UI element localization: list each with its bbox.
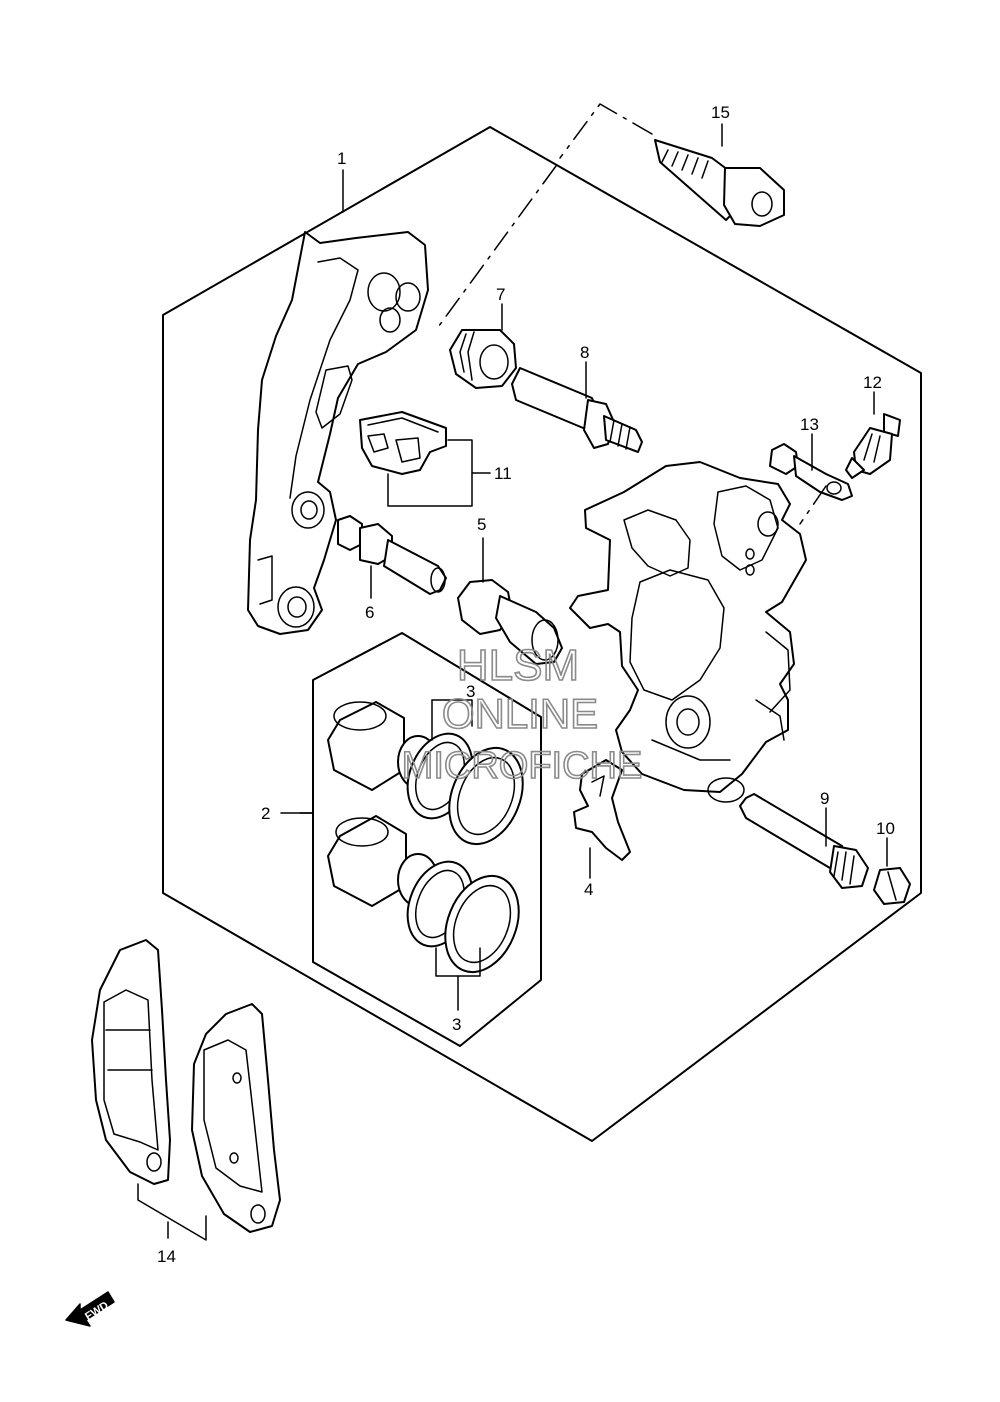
piston-set-outline: [312, 632, 542, 1047]
callout-9: 9: [820, 789, 829, 808]
fwd-arrow-icon: FWD: [65, 1291, 115, 1327]
callout-15: 15: [711, 103, 730, 122]
bleeder-valve-12[interactable]: [845, 413, 901, 479]
plug-10[interactable]: [873, 867, 911, 905]
sleeve-8[interactable]: [511, 367, 643, 453]
boot-7[interactable]: [449, 329, 517, 389]
brake-pad-14-inner[interactable]: [191, 1003, 281, 1233]
brake-pad-14-outer[interactable]: [91, 939, 171, 1185]
callout-10: 10: [876, 819, 895, 838]
callout-3-upper: 3: [466, 682, 475, 701]
watermark: HLSM ONLINE MICROFICHE: [401, 640, 643, 788]
callout-6: 6: [365, 603, 374, 622]
bolt-15[interactable]: [654, 139, 785, 227]
caliper-bracket-1[interactable]: [247, 231, 429, 635]
callout-14: 14: [157, 1247, 176, 1266]
leader-lines: [137, 103, 888, 1241]
callout-1: 1: [337, 149, 346, 168]
callout-13: 13: [800, 415, 819, 434]
callout-12: 12: [863, 373, 882, 392]
seal-3-lower-b[interactable]: [432, 865, 533, 983]
seal-3-upper-b[interactable]: [436, 737, 537, 855]
callout-4: 4: [584, 880, 593, 899]
callout-labels: 1 2 3 3 4 5 6 7 8 9 10 11 12 13 14 15: [157, 103, 895, 1266]
callout-5: 5: [477, 515, 486, 534]
callout-2: 2: [261, 804, 270, 823]
assembly-outline: [162, 126, 922, 1142]
boot-5[interactable]: [457, 579, 563, 665]
callout-3-lower: 3: [452, 1015, 461, 1034]
caliper-body[interactable]: [569, 461, 807, 803]
callout-7: 7: [496, 285, 505, 304]
callout-8: 8: [580, 343, 589, 362]
pad-retainer-4[interactable]: [573, 759, 631, 861]
pin-9[interactable]: [739, 793, 869, 889]
watermark-line-1: HLSM: [457, 641, 579, 690]
watermark-line-2: ONLINE: [442, 690, 598, 737]
slide-pin-6[interactable]: [337, 515, 447, 595]
callout-11: 11: [494, 464, 512, 483]
pad-spring-11[interactable]: [359, 411, 447, 475]
cap-13[interactable]: [769, 443, 853, 501]
watermark-line-3: MICROFICHE: [402, 745, 643, 787]
